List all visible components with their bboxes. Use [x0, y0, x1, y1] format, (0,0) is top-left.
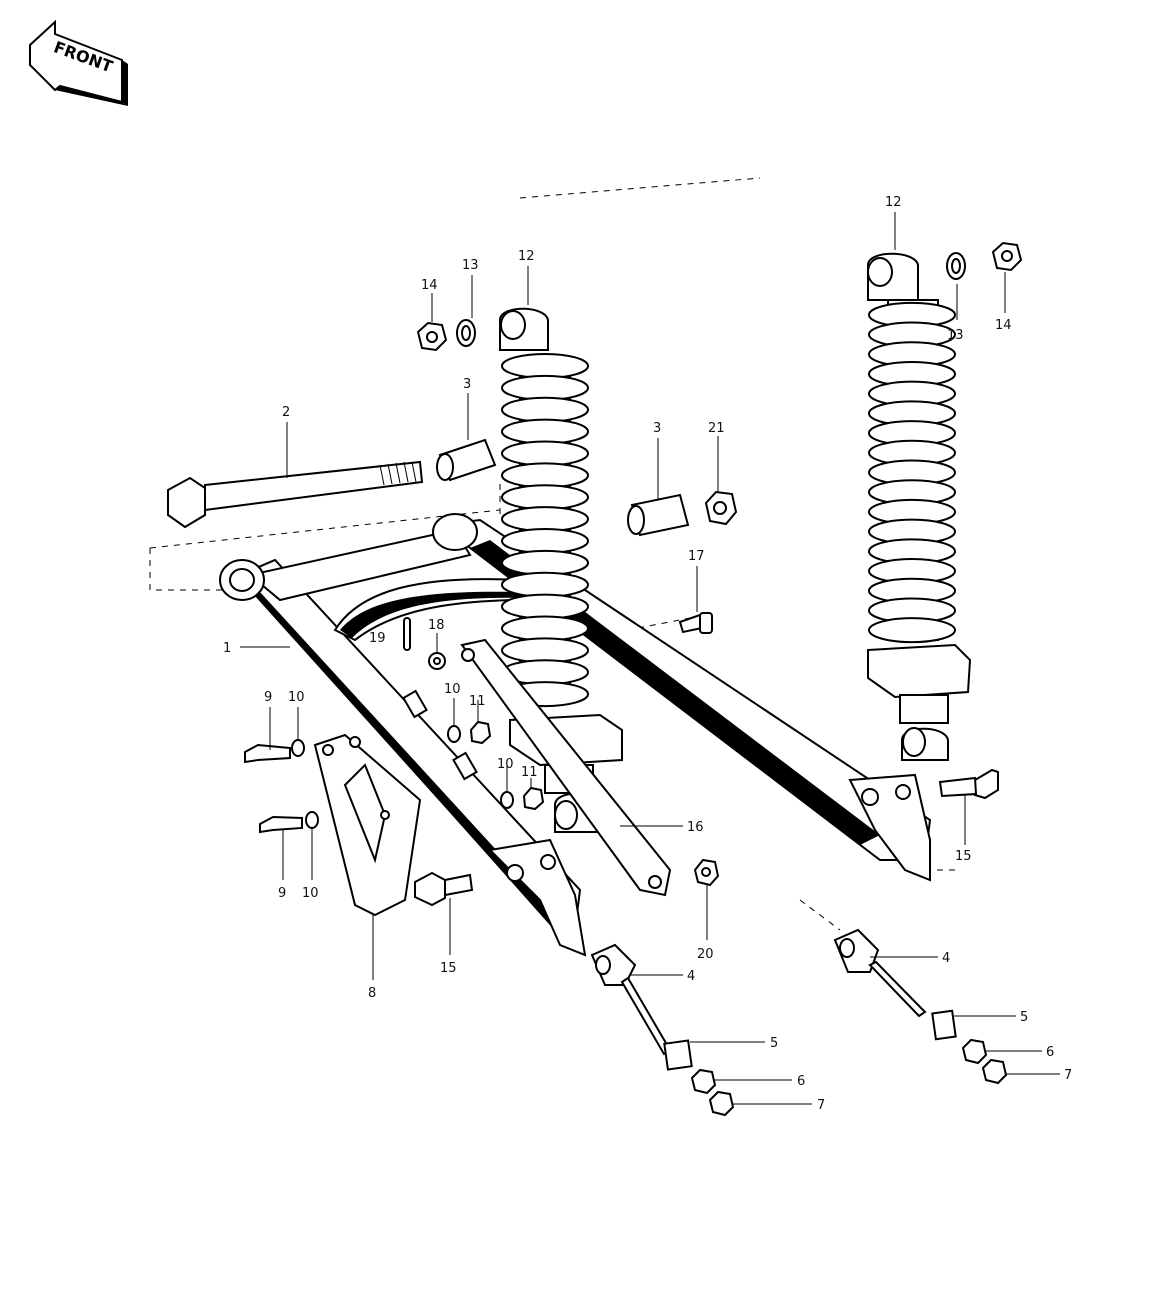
- callout-16: 16: [687, 820, 704, 835]
- callout-1: 1: [223, 641, 231, 656]
- callout-11b: 11: [521, 765, 538, 780]
- spring-coil: [501, 615, 589, 642]
- callout-13b: 13: [947, 328, 964, 343]
- callout-5b: 5: [1020, 1010, 1028, 1025]
- spring-coil: [501, 352, 589, 379]
- spring-coil: [501, 440, 589, 467]
- callout-12a: 12: [518, 249, 535, 264]
- callout-19: 19: [369, 631, 386, 646]
- callout-2: 2: [282, 405, 290, 420]
- spring-coil: [868, 617, 956, 644]
- spring-coil: [501, 418, 589, 445]
- bushing-left: [436, 438, 497, 482]
- callout-15a: 15: [440, 961, 457, 976]
- spring-coil: [501, 637, 589, 664]
- callout-7b: 7: [1064, 1068, 1072, 1083]
- spring-coil: [501, 396, 589, 423]
- callout-5a: 5: [770, 1036, 778, 1051]
- front-arrow: FRONT: [29, 19, 128, 106]
- callout-9b: 9: [278, 886, 286, 901]
- spring-coil: [501, 571, 589, 598]
- callout-4b: 4: [942, 951, 950, 966]
- callout-17: 17: [688, 549, 705, 564]
- callout-6a: 6: [797, 1074, 805, 1089]
- callout-20: 20: [697, 947, 714, 962]
- chain-adjuster-left: [590, 943, 672, 1056]
- shock-absorber-left: [499, 307, 623, 833]
- callout-4a: 4: [687, 969, 695, 984]
- callout-9a: 9: [264, 690, 272, 705]
- callout-10b: 10: [302, 886, 319, 901]
- chain-guide-plate: [313, 733, 422, 917]
- adjuster-plate-right: [931, 1009, 957, 1041]
- small-hardware: [244, 241, 1023, 1117]
- callout-18: 18: [428, 618, 445, 633]
- spring-coil: [501, 549, 589, 576]
- callout-21: 21: [708, 421, 725, 436]
- callout-14a: 14: [421, 278, 438, 293]
- callout-11a: 11: [469, 694, 486, 709]
- leader-lines: [240, 212, 1060, 1105]
- callout-6b: 6: [1046, 1045, 1054, 1060]
- callout-3a: 3: [463, 377, 471, 392]
- spring-coil: [501, 506, 589, 533]
- chain-adjuster-right: [833, 928, 927, 1018]
- callout-10c: 10: [444, 682, 461, 697]
- callout-14b: 14: [995, 318, 1012, 333]
- spring-coil: [501, 374, 589, 401]
- callout-10a: 10: [288, 690, 305, 705]
- torque-link: [460, 638, 672, 897]
- callout-13a: 13: [462, 258, 479, 273]
- callout-7a: 7: [817, 1098, 825, 1113]
- spring-coil: [501, 484, 589, 511]
- shock-absorber-right: [867, 252, 972, 761]
- callout-8: 8: [368, 986, 376, 1001]
- callout-3b: 3: [653, 421, 661, 436]
- spring-coil: [501, 527, 589, 554]
- spring-coil: [501, 462, 589, 489]
- callout-10d: 10: [497, 757, 514, 772]
- pivot-bolt: [167, 460, 424, 529]
- bushing-right: [627, 493, 690, 537]
- callout-15b: 15: [955, 849, 972, 864]
- adjuster-plate-left: [663, 1039, 693, 1071]
- spring-coil: [501, 593, 589, 620]
- callout-labels: 1 2 3 3 4 4 5 5 6 6 7 7 8 9 9 10 10 10 1…: [223, 195, 1072, 1113]
- callout-12b: 12: [885, 195, 902, 210]
